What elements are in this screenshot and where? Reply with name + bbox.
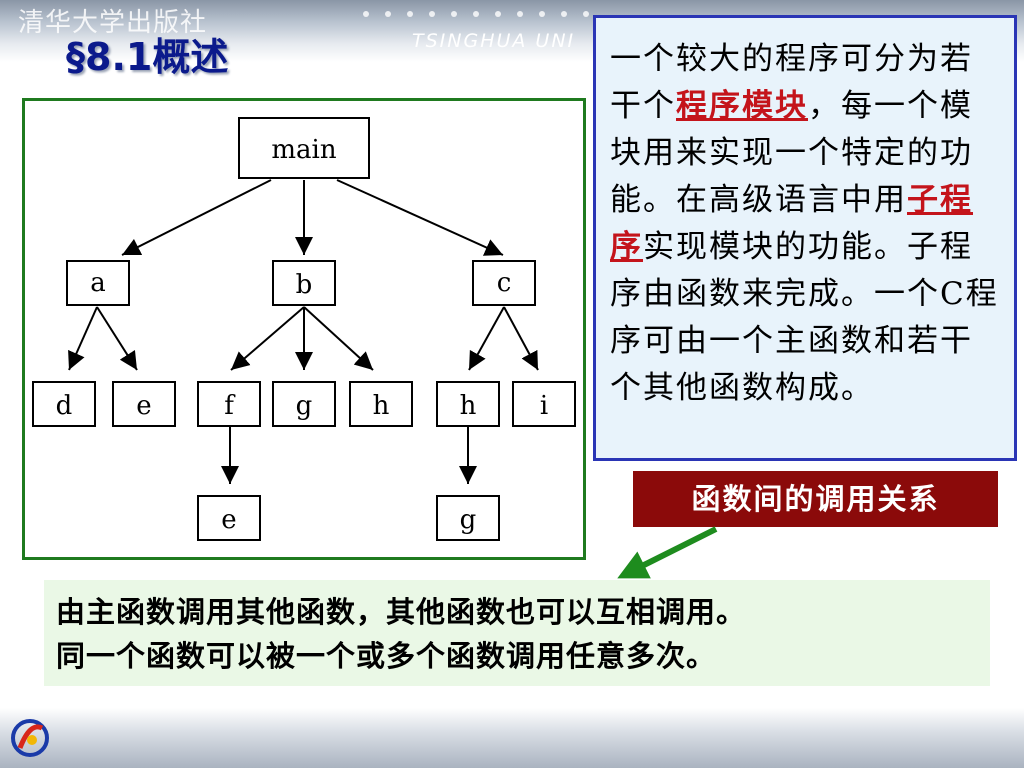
footer-band [0, 708, 1024, 768]
node-main: main [238, 117, 370, 179]
summary-line-1: 由主函数调用其他函数，其他函数也可以互相调用。 [56, 595, 747, 629]
publisher-name: 清华大学出版社 [18, 8, 208, 38]
brand-tag: TSINGHUA UNI [412, 30, 576, 52]
edge-c-i [503, 306, 539, 371]
info-text-2: ，每一个模块用来实现一个特定的功能。在高级语言中用 [610, 88, 973, 218]
node-main-label: main [271, 135, 336, 165]
diagram-caption: 函数间的调用关系 [633, 471, 998, 527]
node-g-label: g [296, 391, 313, 421]
call-tree-diagram: main a b c d e f g [32, 117, 576, 541]
node-b: b [272, 260, 336, 306]
info-text-3: 实现模块的功能。子程序由函数来完成。一个C程序可由一个主函数和若干个其他函数构成… [610, 229, 999, 406]
node-a: a [66, 260, 130, 306]
node-e: e [112, 381, 176, 427]
callout-arrow-icon [617, 526, 718, 579]
node-e-label: e [136, 391, 151, 421]
node-b-label: b [296, 270, 313, 300]
edge-c-h [468, 306, 505, 371]
node-f: f [197, 381, 261, 427]
node-g-under-h: g [436, 495, 500, 541]
node-d: d [32, 381, 96, 427]
node-f-label: f [224, 391, 236, 421]
summary-line-2: 同一个函数可以被一个或多个函数调用任意多次。 [56, 639, 717, 673]
node-e-under-f: e [197, 495, 261, 541]
node-h: h [349, 381, 413, 427]
overview-text-box: 一个较大的程序可分为若干个程序模块，每一个模块用来实现一个特定的功能。在高级语言… [593, 15, 1017, 461]
node-g: g [272, 381, 336, 427]
decorative-dots [363, 11, 589, 17]
node-a-label: a [90, 268, 106, 298]
edge-b-f [230, 306, 305, 371]
highlight-program-module: 程序模块 [676, 88, 808, 124]
node-h2-label: h [460, 391, 477, 421]
page-title: §8.1概述 [66, 35, 229, 79]
edge-main-a [121, 179, 272, 256]
node-i: i [512, 381, 576, 427]
node-h-under-c: h [436, 381, 500, 427]
edge-b-h [303, 306, 374, 371]
edge-a-e [96, 306, 138, 371]
node-e2-label: e [221, 505, 236, 535]
highlight-subprogram: 子程序 [610, 182, 973, 265]
info-text-1: 一个较大的程序可分为若干个 [610, 41, 973, 124]
edge-main-c [336, 179, 504, 256]
node-c-label: c [497, 268, 512, 298]
node-i-label: i [540, 391, 548, 421]
node-g2-label: g [460, 505, 477, 535]
node-h-label: h [373, 391, 390, 421]
node-d-label: d [56, 391, 73, 421]
summary-box: 由主函数调用其他函数，其他函数也可以互相调用。 同一个函数可以被一个或多个函数调… [44, 580, 990, 686]
node-c: c [472, 260, 536, 306]
publisher-logo-icon [11, 719, 49, 757]
edge-a-d [68, 306, 98, 371]
call-tree-panel: main a b c d e f g [22, 98, 586, 560]
